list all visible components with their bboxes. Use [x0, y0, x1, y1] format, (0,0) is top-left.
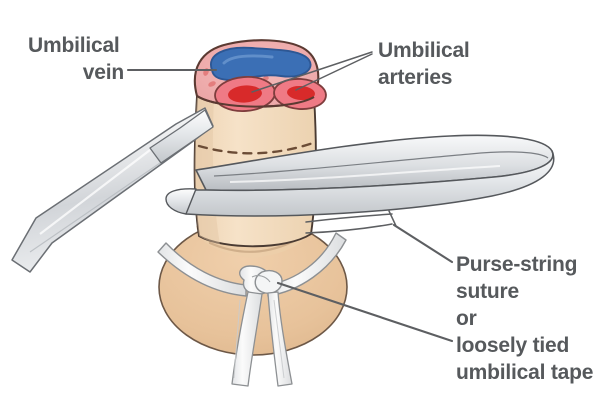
umbilical-arteries-label-line2: arteries — [378, 66, 452, 89]
tape-band-left — [157, 242, 247, 297]
tape-knot-crease — [251, 275, 271, 283]
cut-surface-front-edge — [196, 95, 315, 108]
leader-umbilical-tape — [276, 281, 454, 343]
tape-knot-loop-right — [254, 269, 283, 294]
artery-right-lumen — [287, 85, 315, 101]
purse-string-label-line2: suture — [456, 280, 519, 303]
purse-string-suture-label: Purse-string suture or loosely tied umbi… — [456, 253, 593, 384]
vein-lumen — [209, 46, 312, 81]
purse-string-label-line3: or — [456, 307, 477, 330]
umbilical-vein-label: Umbilical vein — [28, 34, 124, 84]
tape-tail-left-crease — [233, 299, 241, 379]
tape-tail-right-crease — [273, 299, 285, 379]
purse-string-label-line1: Purse-string — [456, 253, 577, 276]
umbilical-artery-left — [214, 76, 276, 112]
suture-threads — [305, 210, 397, 234]
suture-thread-upper — [305, 213, 393, 223]
vein-highlight — [222, 54, 274, 65]
umbilical-vein-label-line2: vein — [83, 61, 124, 84]
right-forceps-left-stub — [165, 188, 197, 215]
umbilical-arteries-label-line1: Umbilical — [378, 39, 470, 62]
leader-lines — [126, 51, 454, 343]
right-forceps-inner-edge — [213, 151, 549, 177]
right-forceps-specular — [229, 165, 501, 183]
cord-cross-section — [193, 39, 327, 112]
left-forceps-tip — [149, 109, 214, 164]
suture-thread-end-cap — [388, 210, 397, 227]
left-forceps-specular — [39, 149, 151, 235]
artery-left-lumen — [228, 85, 262, 103]
right-forceps-lower-arm — [181, 150, 555, 217]
left-forceps-blade[interactable] — [11, 107, 214, 273]
leader-purse-string — [392, 223, 454, 264]
tape-tail-right — [267, 291, 293, 387]
leader-artery-right — [295, 53, 373, 91]
tape-tail-left — [231, 291, 263, 387]
right-forceps-arms[interactable] — [165, 134, 555, 217]
umbilical-vein-label-line1: Umbilical — [28, 34, 120, 57]
umbilical-vein-vessel — [209, 46, 312, 81]
umbilical-tape-knot — [239, 265, 283, 295]
umbilical-artery-right — [273, 78, 327, 110]
leader-artery-left — [251, 51, 373, 93]
suture-thread-lower — [305, 223, 393, 234]
umbilical-tape-tie — [157, 232, 347, 387]
left-forceps-highlight — [29, 162, 161, 253]
purse-string-label-line4: loosely tied — [456, 334, 569, 357]
umbilical-arteries-label: Umbilical arteries — [378, 39, 470, 89]
purse-string-label-line5: umbilical tape — [456, 361, 593, 384]
